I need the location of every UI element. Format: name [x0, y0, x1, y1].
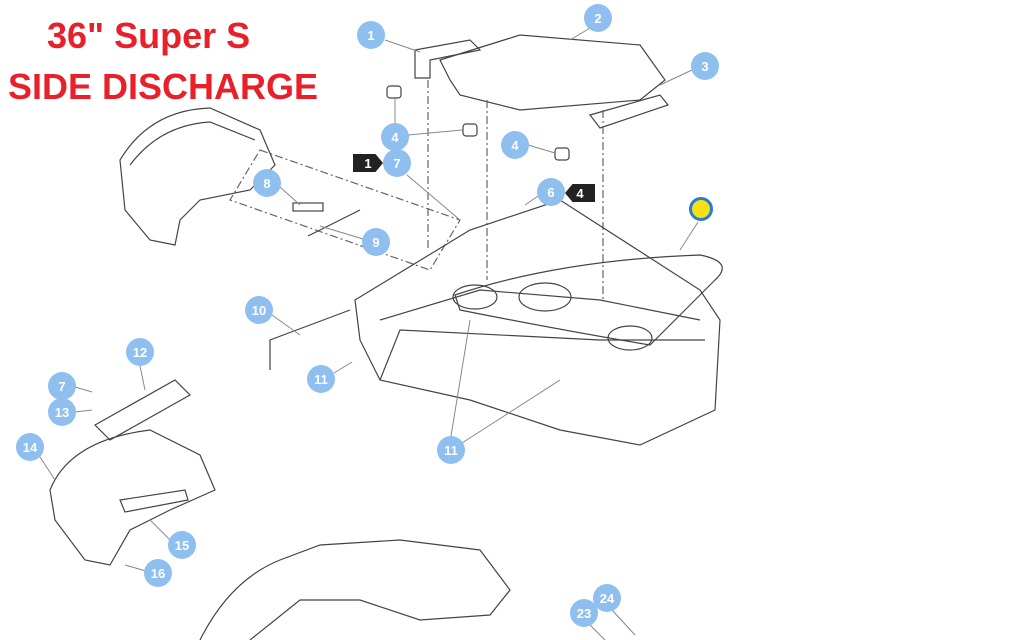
- discharge-chute-alt: [49, 429, 216, 566]
- callout-6: 6: [537, 178, 565, 206]
- callout-3: 3: [691, 52, 719, 80]
- cover-left: [414, 39, 482, 79]
- callout-4: 4: [381, 123, 409, 151]
- hotspot-marker[interactable]: [689, 197, 713, 221]
- quantity-tag: 4: [565, 184, 595, 202]
- bracket: [94, 379, 191, 441]
- callout-12: 12: [126, 338, 154, 366]
- discharge-chute: [119, 107, 276, 246]
- knob: [386, 85, 402, 99]
- diagram-title-model: 36" Super S: [47, 15, 251, 56]
- belt: [454, 254, 723, 346]
- pulley-left: [452, 284, 498, 310]
- pulley-center: [518, 282, 572, 312]
- callout-11: 11: [437, 436, 465, 464]
- callout-16: 16: [144, 559, 172, 587]
- callout-1: 1: [357, 21, 385, 49]
- callout-9: 9: [362, 228, 390, 256]
- callout-7: 7: [48, 372, 76, 400]
- callout-14: 14: [16, 433, 44, 461]
- knob: [462, 123, 478, 137]
- diagram-title-type: SIDE DISCHARGE: [8, 66, 319, 107]
- callout-15: 15: [168, 531, 196, 559]
- cover-center: [439, 34, 666, 111]
- callout-11: 11: [307, 365, 335, 393]
- mower-deck: [354, 199, 721, 446]
- callout-7: 7: [383, 149, 411, 177]
- callout-24: 24: [593, 584, 621, 612]
- rod: [307, 209, 361, 237]
- pulley-right: [607, 325, 653, 351]
- spring: [292, 202, 324, 212]
- cover-right: [588, 94, 670, 129]
- callout-10: 10: [245, 296, 273, 324]
- callout-4: 4: [501, 131, 529, 159]
- deck-fragment: [199, 539, 511, 640]
- knob: [554, 147, 570, 161]
- callout-13: 13: [48, 398, 76, 426]
- quantity-tag: 1: [353, 154, 383, 172]
- callout-2: 2: [584, 4, 612, 32]
- lift-rod: [269, 309, 351, 370]
- callout-8: 8: [253, 169, 281, 197]
